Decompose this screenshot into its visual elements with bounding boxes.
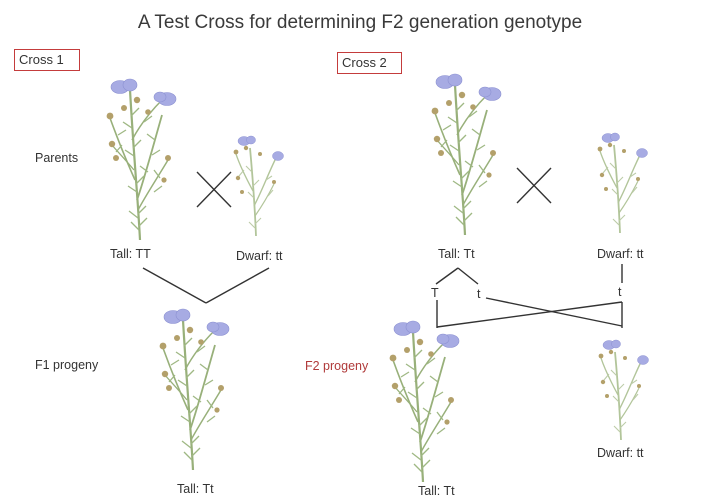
f2-dwarf-label: Dwarf: tt bbox=[597, 446, 644, 460]
cross-2-gamete-lines bbox=[435, 264, 623, 328]
f1-plant bbox=[158, 307, 231, 472]
f2-tall-label: Tall: Tt bbox=[418, 484, 455, 498]
dwarf-plant-tt-c1 bbox=[232, 135, 285, 237]
cross-1-dwarf-label: Dwarf: tt bbox=[236, 249, 283, 263]
f2-progeny-label: F2 progeny bbox=[305, 359, 369, 373]
cross-2-tall-label: Tall: Tt bbox=[438, 247, 475, 261]
cross-2-dwarf-label: Dwarf: tt bbox=[597, 247, 644, 261]
diagram-title: A Test Cross for determining F2 generati… bbox=[137, 12, 583, 33]
allele-t-right-label: t bbox=[618, 285, 622, 299]
cross-2-label: Cross 2 bbox=[337, 52, 402, 74]
dwarf-plant-tt-c2 bbox=[596, 132, 649, 234]
allele-T-label: T bbox=[431, 286, 439, 300]
f2-tall-plant bbox=[388, 319, 461, 484]
tall-plant-tt bbox=[105, 77, 178, 242]
cross-1-connector bbox=[142, 267, 270, 304]
cross-symbol-2 bbox=[516, 167, 552, 204]
allele-t-left-label: t bbox=[477, 287, 481, 301]
parents-label: Parents bbox=[35, 151, 79, 165]
tall-plant-tt-c2 bbox=[430, 72, 503, 237]
f1-progeny-label: F1 progeny bbox=[35, 358, 99, 372]
cross-1-tall-label: Tall: TT bbox=[110, 247, 151, 261]
cross-symbol-1 bbox=[196, 171, 232, 208]
f1-plant-label: Tall: Tt bbox=[177, 482, 214, 496]
f2-dwarf-plant bbox=[597, 339, 650, 441]
cross-1-label: Cross 1 bbox=[14, 49, 80, 71]
